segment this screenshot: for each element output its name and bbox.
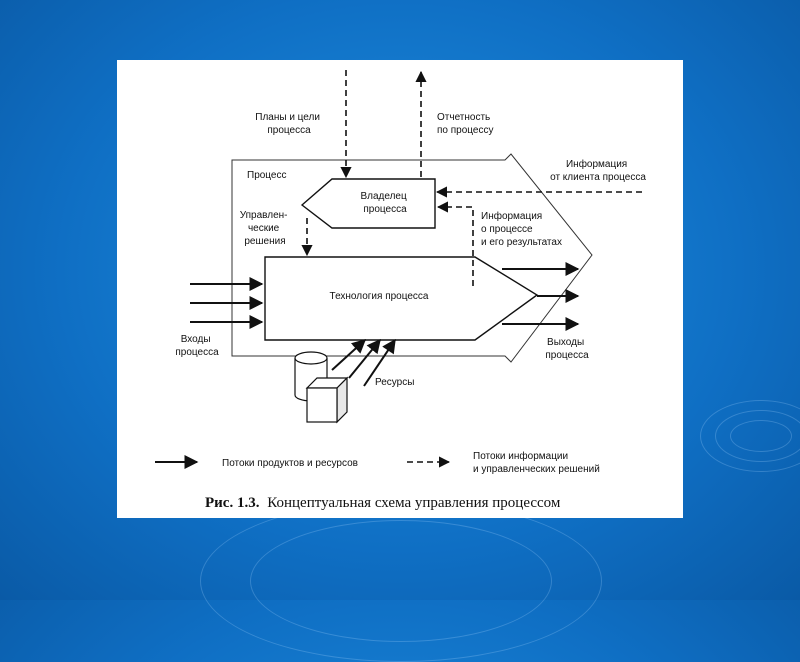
legend-dashed-label: Потоки информации и управленческих решен… bbox=[473, 450, 600, 475]
plans-label: Планы и цели процесса bbox=[255, 112, 322, 136]
client-info-label: Информация от клиента процесса bbox=[550, 158, 646, 183]
owner-label: Владелец процесса bbox=[360, 191, 409, 215]
technology-box bbox=[264, 256, 539, 341]
background-ripple bbox=[700, 400, 800, 472]
resources-label: Ресурсы bbox=[375, 377, 414, 388]
outputs-label: Выходы процесса bbox=[545, 337, 589, 361]
legend-solid-label: Потоки продуктов и ресурсов bbox=[222, 458, 358, 469]
reporting-label: Отчетность по процессу bbox=[437, 112, 493, 136]
resource-arrow bbox=[363, 338, 396, 387]
resource-arrow bbox=[348, 338, 381, 379]
resource-cube bbox=[305, 376, 349, 424]
technology-label: Технология процесса bbox=[330, 291, 429, 302]
inputs-label: Входы процесса bbox=[175, 334, 219, 358]
owner-box bbox=[300, 178, 436, 229]
figure-caption: Рис. 1.3. Концептуальная схема управлени… bbox=[205, 495, 561, 511]
decisions-label: Управлен- ческие решения bbox=[240, 210, 291, 247]
process-label: Процесс bbox=[247, 170, 287, 181]
process-info-arrow bbox=[436, 201, 474, 286]
process-info-label: Информация о процессе и его результатах bbox=[481, 210, 562, 248]
process-management-diagram: Планы и цели процесса Отчетность по проц… bbox=[155, 70, 646, 511]
background-ripple bbox=[200, 500, 602, 662]
diagram-card: Планы и цели процесса Отчетность по проц… bbox=[117, 60, 683, 518]
resource-arrow bbox=[331, 339, 367, 371]
process-boundary bbox=[231, 153, 593, 363]
